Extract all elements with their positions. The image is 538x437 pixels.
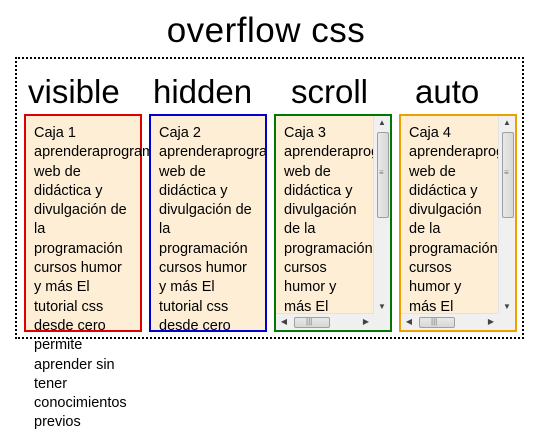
line: previos [34,414,81,431]
line: más El [284,298,329,314]
horizontal-scroll-thumb[interactable]: ||| [294,317,330,328]
line: y más El [34,279,90,296]
horizontal-scroll-thumb[interactable]: ||| [419,317,455,328]
box-3-text: Caja 3 aprenderaprogramar.com web de did… [284,124,374,314]
vertical-scroll-thumb[interactable]: ≡ [377,132,389,218]
line: cursos [284,260,327,277]
scroll-down-icon[interactable]: ▼ [503,302,511,311]
line: divulgación de [159,202,252,219]
scroll-viewport[interactable]: Caja 4 aprenderaprogramar.com web de did… [401,116,499,314]
line: Caja 1 [34,125,76,141]
line: programación [159,240,248,257]
line: desde cero [34,317,106,334]
box-overflow-auto[interactable]: Caja 4 aprenderaprogramar.com web de did… [399,114,517,332]
grip-icon: ≡ [379,168,384,177]
line: web de [34,163,81,180]
line: permite [34,337,83,354]
line: tener [34,375,68,392]
line: web de [284,163,331,180]
line: más El [409,298,454,314]
line: la [159,221,171,238]
box-1-text: Caja 1 aprenderaprogramar.com web de did… [34,124,234,433]
line: didáctica y [34,182,103,199]
line: aprender sin [34,356,115,373]
box-overflow-visible: Caja 1 aprenderaprogramar.com web de did… [24,114,150,430]
label-hidden: hidden [153,73,253,110]
line: cursos humor [34,260,122,277]
line: web de [159,163,206,180]
scroll-right-icon[interactable]: ▶ [487,317,495,326]
scroll-up-icon[interactable]: ▲ [503,118,511,127]
vertical-scrollbar[interactable]: ▲ ≡ ▼ [373,116,390,314]
box-overflow-hidden: Caja 2 aprenderaprogramar.com web de did… [149,114,267,332]
scroll-viewport[interactable]: Caja 3 aprenderaprogramar.com web de did… [276,116,374,314]
scroll-left-icon[interactable]: ◀ [280,317,288,326]
box-overflow-scroll[interactable]: Caja 3 aprenderaprogramar.com web de did… [274,114,392,332]
line: Caja 4 [409,125,451,141]
line: de la [284,221,316,238]
line: didáctica y [284,182,353,199]
scroll-down-icon[interactable]: ▼ [378,302,386,311]
label-auto: auto [415,73,480,110]
line: programación [34,240,123,257]
grip-icon: ||| [306,317,313,326]
line: Caja 2 [159,125,201,141]
line: programación [409,240,498,257]
box-4-text: Caja 4 aprenderaprogramar.com web de did… [409,124,499,314]
label-visible: visible [28,73,120,110]
line: divulgación [409,202,482,219]
scroll-right-icon[interactable]: ▶ [362,317,370,326]
horizontal-scrollbar[interactable]: ◀ ||| ▶ [401,313,499,330]
label-scroll: scroll [291,73,369,110]
box-2-text: Caja 2 aprenderaprogramar.com web de did… [159,124,267,332]
line: didáctica y [159,182,228,199]
line: cursos humor [159,260,247,277]
demo-container [15,57,524,339]
line: desde cero [159,317,231,332]
line: aprenderaprogramar.com [409,144,499,161]
line: web de [409,163,456,180]
line: y más El [159,279,215,296]
scroll-left-icon[interactable]: ◀ [405,317,413,326]
grip-icon: ||| [431,317,438,326]
line: conocimientos [34,395,127,412]
scroll-corner [374,314,390,330]
line: la [34,221,46,238]
line: aprenderaprogramar.com [159,144,267,161]
line: de la [409,221,441,238]
line: divulgación [284,202,357,219]
line: tutorial css [34,298,104,315]
vertical-scroll-thumb[interactable]: ≡ [502,132,514,218]
line: didáctica y [409,182,478,199]
line: humor y [409,279,462,296]
line: Caja 3 [284,125,326,141]
line: humor y [284,279,337,296]
line: cursos [409,260,452,277]
horizontal-scrollbar[interactable]: ◀ ||| ▶ [276,313,374,330]
scroll-corner [499,314,515,330]
line: divulgación de [34,202,127,219]
scroll-up-icon[interactable]: ▲ [378,118,386,127]
grip-icon: ≡ [504,168,509,177]
line: aprenderaprogramar.com [34,144,150,161]
page-title: overflow css [166,11,366,50]
vertical-scrollbar[interactable]: ▲ ≡ ▼ [498,116,515,314]
line: aprenderaprogramar.com [284,144,374,161]
line: programación [284,240,373,257]
line: tutorial css [159,298,229,315]
